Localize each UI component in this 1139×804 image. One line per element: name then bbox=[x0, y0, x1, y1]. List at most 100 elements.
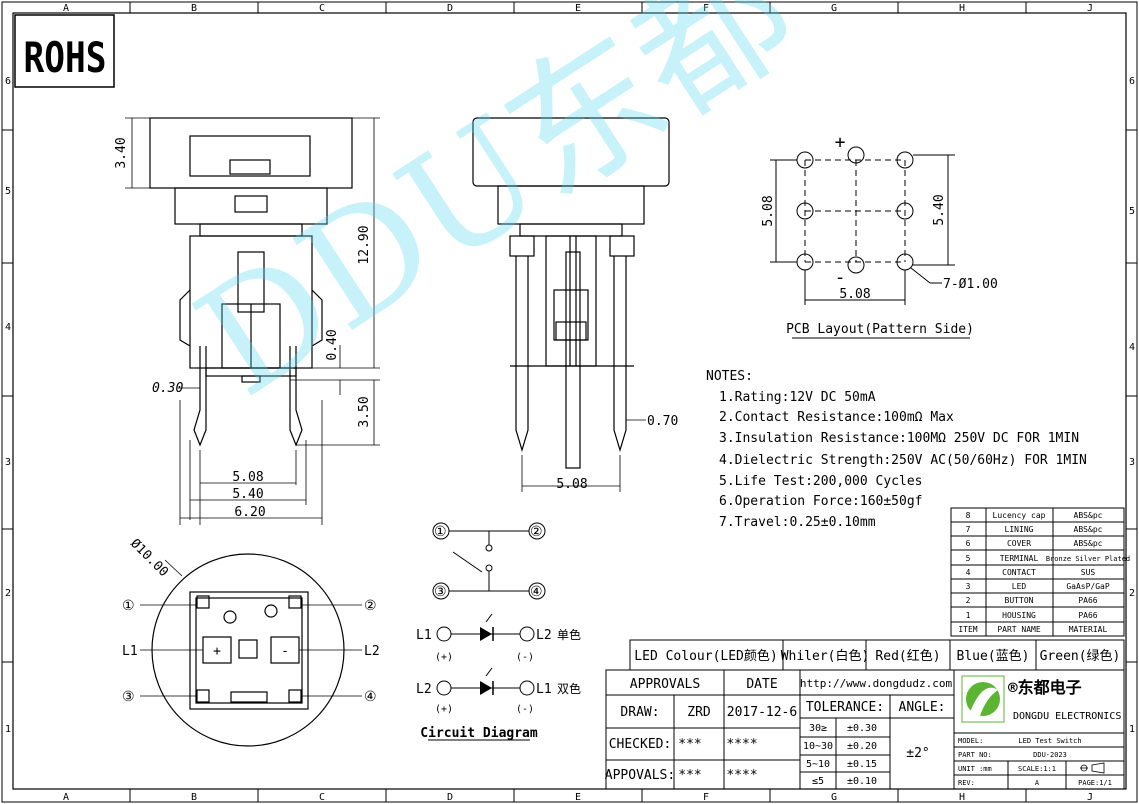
bottom-l2: L2 bbox=[364, 644, 380, 659]
dim-gap: 0.40 bbox=[325, 329, 340, 360]
bom-item: 7 bbox=[966, 525, 971, 534]
rev-value: A bbox=[1035, 779, 1040, 787]
pcb-dim-bottom: 5.08 bbox=[839, 287, 870, 302]
bottom-minus: - bbox=[281, 644, 289, 659]
circuit-single-colour: 单色 bbox=[557, 628, 581, 642]
draw-name: ZRD bbox=[687, 705, 711, 720]
circuit-pin-1: ① bbox=[434, 524, 447, 540]
angle-value: ±2° bbox=[906, 746, 929, 761]
pcb-dim-right: 5.40 bbox=[932, 194, 947, 225]
tolerance-value: ±0.20 bbox=[847, 741, 877, 752]
part-label: PART NO: bbox=[958, 751, 992, 759]
bom-part: HOUSING bbox=[1002, 611, 1036, 620]
dim-width-a: 5.08 bbox=[232, 470, 263, 485]
bom-part: TERMINAL bbox=[1000, 554, 1039, 563]
col-label-top: J bbox=[1087, 3, 1093, 14]
pcb-dim-left: 5.08 bbox=[761, 195, 776, 226]
note-item: 3.Insulation Resistance:100MΩ 250V DC FO… bbox=[719, 431, 1079, 446]
row-label-left: 2 bbox=[5, 588, 11, 599]
col-label-bottom: G bbox=[831, 792, 837, 803]
col-label-bottom: E bbox=[575, 792, 581, 803]
company-url: http://www.dongdudz.com bbox=[800, 677, 953, 690]
led-colour-option: Red(红色) bbox=[875, 648, 940, 664]
bom-material: ABS&pc bbox=[1074, 511, 1103, 520]
bom-item: 4 bbox=[966, 568, 971, 577]
dim-pin-length: 3.50 bbox=[357, 396, 372, 427]
bottom-pin-3: ③ bbox=[122, 689, 135, 705]
bottom-l1: L1 bbox=[122, 644, 138, 659]
border-labels: A B C D E F G H J A B C D E F G H J 6 5 … bbox=[5, 3, 1135, 803]
approvals-label: APPOVALS: bbox=[605, 768, 675, 783]
col-label-top: E bbox=[575, 3, 581, 14]
led-colour-option: Green(绿色) bbox=[1040, 648, 1121, 664]
company-name-cn: ®东都电子 bbox=[1008, 678, 1082, 697]
row-label-right: 1 bbox=[1129, 724, 1135, 735]
bottom-plus: + bbox=[213, 644, 221, 659]
circuit-l1-single: L1 bbox=[416, 628, 432, 643]
bom-part: LINING bbox=[1005, 525, 1034, 534]
circuit-dual-colour: 双色 bbox=[557, 682, 581, 696]
circuit-minus-dual: (-) bbox=[516, 704, 534, 715]
front-view bbox=[149, 117, 353, 447]
pcb-minus: - bbox=[835, 267, 846, 288]
model-label: MODEL: bbox=[958, 737, 983, 745]
row-label-left: 5 bbox=[5, 186, 11, 197]
tolerance-value: ±0.30 bbox=[847, 723, 877, 734]
bom-rows: 8 Lucency cap ABS&pc 7 LINING ABS&pc 6 C… bbox=[958, 511, 1130, 634]
col-label-top: C bbox=[319, 3, 325, 14]
projection-symbol-icon bbox=[1080, 762, 1105, 774]
bottom-dim-diameter: Ø10.00 bbox=[127, 536, 171, 580]
bom-material: ABS&pc bbox=[1074, 525, 1103, 534]
tolerance-range: ≤5 bbox=[812, 776, 824, 787]
col-label-bottom: B bbox=[191, 792, 197, 803]
bom-material: SUS bbox=[1081, 568, 1096, 577]
pcb-layout bbox=[770, 146, 970, 339]
dim-side-pin-width: 0.70 bbox=[647, 414, 678, 429]
dim-pin-thickness: 0.30 bbox=[152, 381, 183, 396]
col-label-bottom: J bbox=[1087, 792, 1093, 803]
approvals-date: **** bbox=[726, 768, 757, 783]
part-value: DDU-2023 bbox=[1033, 751, 1067, 759]
note-item: 5.Life Test:200,000 Cycles bbox=[719, 474, 923, 489]
bom-item: 8 bbox=[966, 511, 971, 520]
bom-item: 2 bbox=[966, 596, 971, 605]
col-label-bottom: F bbox=[703, 792, 709, 803]
row-label-right: 4 bbox=[1129, 342, 1135, 353]
tolerance-value: ±0.10 bbox=[847, 776, 877, 787]
bottom-pin-2: ② bbox=[364, 598, 377, 614]
bom-item: 1 bbox=[966, 611, 971, 620]
dim-width-c: 6.20 bbox=[234, 505, 265, 520]
led-colour-label: LED Colour(LED颜色) bbox=[634, 648, 777, 664]
note-item: 7.Travel:0.25±0.10mm bbox=[719, 515, 876, 530]
bom-item: 5 bbox=[966, 554, 971, 563]
col-label-top: A bbox=[63, 3, 69, 14]
bom-item: 6 bbox=[966, 539, 971, 548]
bom-material: PA66 bbox=[1078, 611, 1097, 620]
col-label-top: D bbox=[447, 3, 453, 14]
dim-width-b: 5.40 bbox=[232, 487, 263, 502]
company-name-en: DONGDU ELECTRONICS bbox=[1013, 711, 1121, 722]
circuit-caption: Circuit Diagram bbox=[420, 726, 538, 741]
bom-part: Lucency cap bbox=[993, 511, 1046, 520]
circuit-l2-dual: L2 bbox=[416, 682, 432, 697]
row-label-right: 2 bbox=[1129, 588, 1135, 599]
col-label-bottom: D bbox=[447, 792, 453, 803]
circuit-plus-dual: (+) bbox=[435, 704, 453, 715]
unit-label: UNIT :mm bbox=[958, 765, 992, 773]
col-label-top: F bbox=[703, 3, 709, 14]
checked-label: CHECKED: bbox=[609, 737, 672, 752]
checked-date: **** bbox=[726, 737, 757, 752]
row-label-right: 3 bbox=[1129, 457, 1135, 468]
circuit-l1-dual: L1 bbox=[536, 682, 552, 697]
bom-item: 3 bbox=[966, 582, 971, 591]
circuit-pin-2: ② bbox=[530, 524, 543, 540]
rev-label: REV: bbox=[958, 779, 975, 787]
bom-material: Bronze Silver Plated bbox=[1046, 555, 1130, 563]
circuit-minus-single: (-) bbox=[516, 652, 534, 663]
col-label-top: G bbox=[831, 3, 837, 14]
bom-material: ABS&pc bbox=[1074, 539, 1103, 548]
notes-heading: NOTES: bbox=[706, 369, 753, 384]
approvals-name: *** bbox=[678, 768, 701, 783]
